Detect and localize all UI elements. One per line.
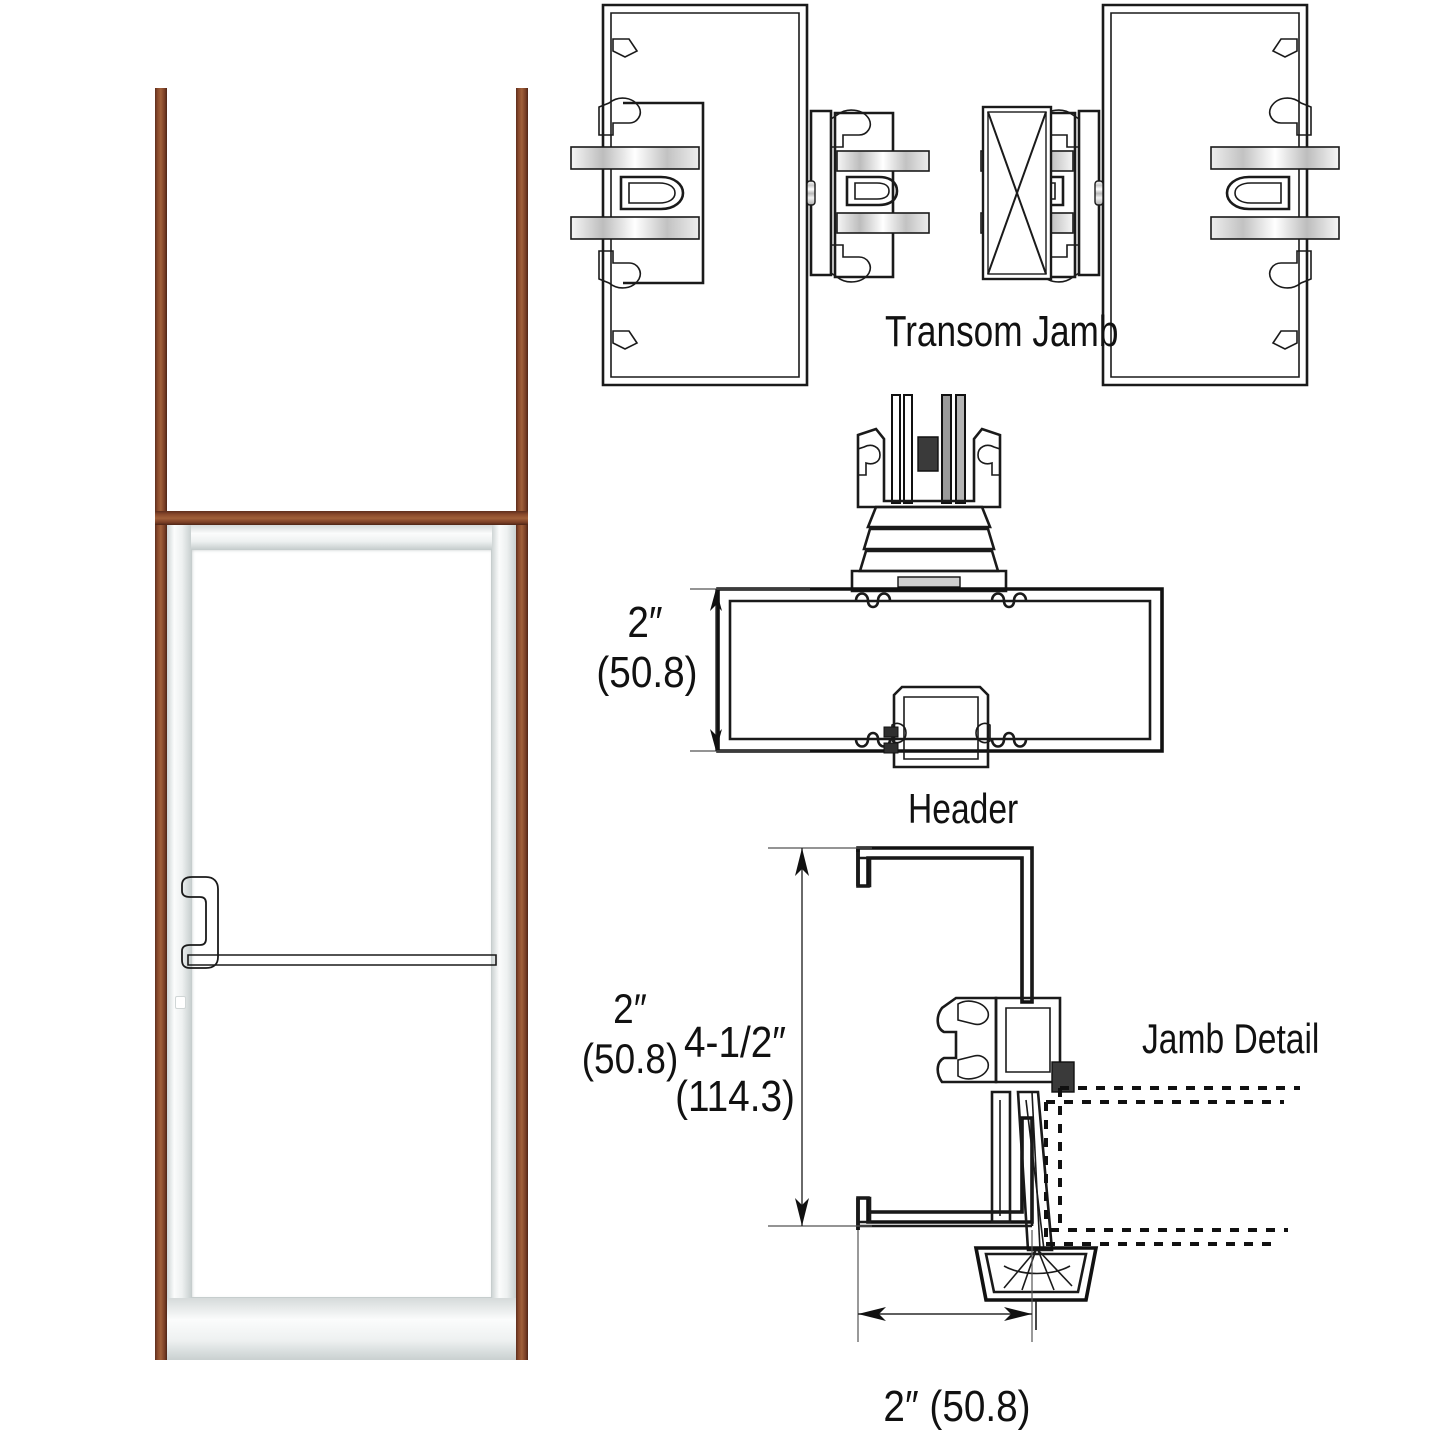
header-detail: 2″ (50.8) Header (582, 394, 1200, 1082)
jamb-width-dimension (857, 1230, 1033, 1342)
door-elevation (0, 0, 580, 1445)
header-dim-inches-display: 2″ (627, 598, 663, 647)
jamb-stop-block (936, 996, 1075, 1093)
jamb-width-dim-text: 2″ (50.8) (883, 1382, 1031, 1431)
transom-jamb-detail: Transom Jamb (570, 0, 1340, 395)
transom-jamb-label: Transom Jamb (885, 307, 1119, 356)
jamb-threshold (973, 1246, 1099, 1330)
frame-jamb-right (516, 88, 528, 1360)
door-lock-cylinder (175, 996, 186, 1009)
glass-unit-right (1210, 146, 1340, 240)
door-stile-right (492, 525, 516, 1360)
door-glass-bevel (191, 549, 492, 1298)
steel-reinforcement-tube (981, 105, 1053, 281)
door-bottom-rail (167, 1298, 516, 1360)
header-height-dimension (690, 588, 810, 752)
frame-jamb-left (155, 88, 167, 1360)
header-label: Header (908, 785, 1019, 832)
door-glass (191, 549, 492, 1298)
header-box-extrusion (716, 587, 1164, 753)
jamb-height-inches: 4-1/2″ (684, 1018, 786, 1067)
glass-unit-left (570, 146, 700, 240)
glass-unit-left-right-leg (836, 150, 930, 234)
header-height-inches: 2″ (613, 985, 647, 1032)
door-top-rail (167, 525, 516, 549)
door-leaf-hidden-outline (1044, 1086, 1300, 1246)
header-glazing-pocket (850, 394, 1008, 593)
header-height-mm: (50.8) (581, 1035, 679, 1082)
transom-opening (164, 92, 520, 522)
jamb-height-mm: (114.3) (675, 1072, 795, 1121)
jamb-detail: Jamb Detail (760, 830, 1320, 1342)
jamb-weatherstrip (990, 1090, 1054, 1252)
transom-jamb-left-profile (570, 3, 930, 387)
header-dim-mm-display: (50.8) (596, 648, 698, 697)
frame-transom-bar (155, 511, 528, 525)
jamb-detail-label: Jamb Detail (1142, 1015, 1320, 1062)
jamb-height-dimension (768, 847, 872, 1227)
header-stop-channel (883, 685, 991, 769)
door-hardware (181, 876, 497, 969)
door-stile-left (167, 525, 191, 1360)
